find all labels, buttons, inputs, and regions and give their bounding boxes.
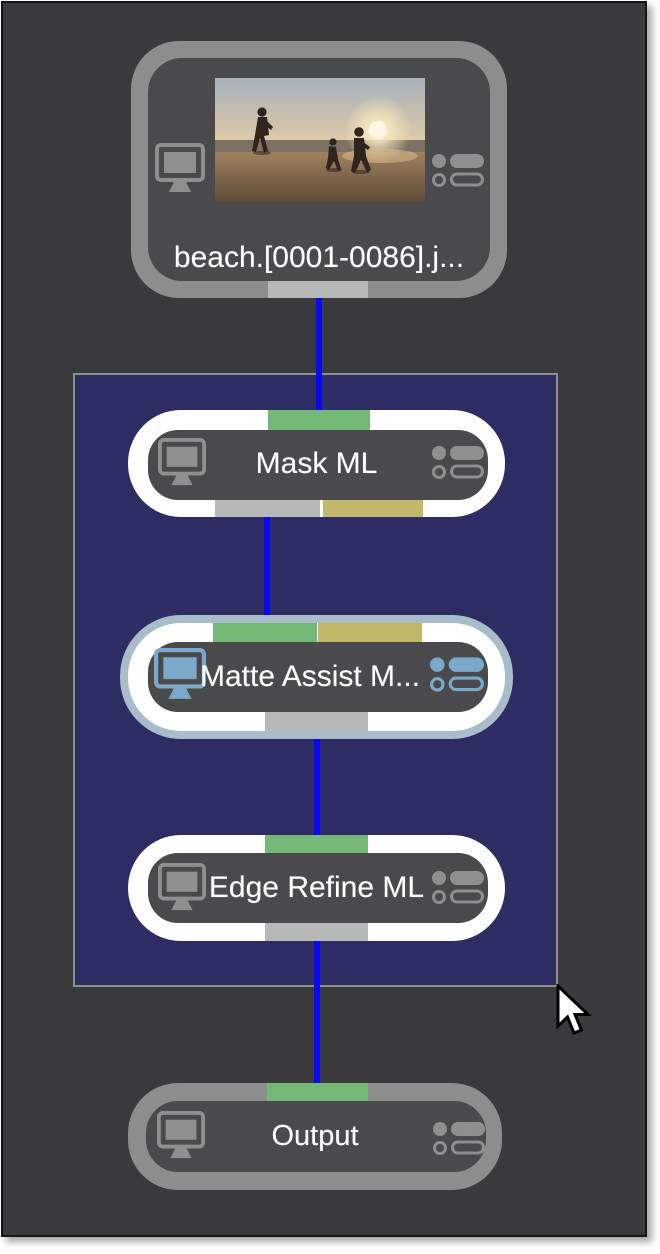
connection-edgerefine-to-output xyxy=(314,939,320,1089)
mouse-cursor-icon xyxy=(554,982,594,1042)
monitor-icon[interactable] xyxy=(155,143,205,195)
node-source-clip[interactable]: beach.[0001-0086].j... xyxy=(131,41,507,298)
output-port-gray[interactable] xyxy=(265,923,368,941)
node-params-icon[interactable] xyxy=(431,442,485,484)
node-graph-canvas[interactable]: beach.[0001-0086].j... Mask ML xyxy=(3,3,645,1235)
output-port-olive[interactable] xyxy=(323,500,423,517)
input-port-green[interactable] xyxy=(268,410,370,430)
monitor-icon[interactable] xyxy=(158,863,206,913)
node-mask-ml[interactable]: Mask ML xyxy=(128,410,505,517)
monitor-icon[interactable] xyxy=(156,1111,206,1161)
output-port-gray[interactable] xyxy=(265,712,368,731)
node-label: beach.[0001-0086].j... xyxy=(173,241,465,274)
connection-source-to-maskml xyxy=(316,296,322,421)
node-label: Output xyxy=(271,1120,359,1152)
node-params-icon[interactable] xyxy=(431,867,485,909)
clip-thumbnail xyxy=(215,78,425,202)
screenshot-frame: beach.[0001-0086].j... Mask ML xyxy=(1,1,647,1237)
connection-maskml-to-matteassist xyxy=(264,515,270,629)
input-port-green[interactable] xyxy=(213,623,317,642)
node-params-icon[interactable] xyxy=(431,151,485,191)
connection-matteassist-to-edgerefine xyxy=(314,729,320,841)
node-label: Edge Refine ML xyxy=(208,871,425,904)
node-params-icon-active[interactable] xyxy=(429,653,485,697)
node-output[interactable]: Output xyxy=(128,1083,502,1190)
node-params-icon[interactable] xyxy=(432,1119,486,1159)
input-port-green[interactable] xyxy=(267,1083,368,1101)
monitor-icon-active[interactable] xyxy=(154,647,206,703)
node-label: Mask ML xyxy=(255,447,378,480)
input-port-olive[interactable] xyxy=(318,623,422,642)
monitor-icon[interactable] xyxy=(158,438,206,488)
input-port-green[interactable] xyxy=(265,835,368,853)
node-matte-assist-ml[interactable]: Matte Assist M... xyxy=(128,623,505,731)
node-label: Matte Assist M... xyxy=(200,660,421,693)
output-port-gray[interactable] xyxy=(215,500,320,517)
node-edge-refine-ml[interactable]: Edge Refine ML xyxy=(128,835,505,941)
output-port-gray[interactable] xyxy=(268,281,368,298)
